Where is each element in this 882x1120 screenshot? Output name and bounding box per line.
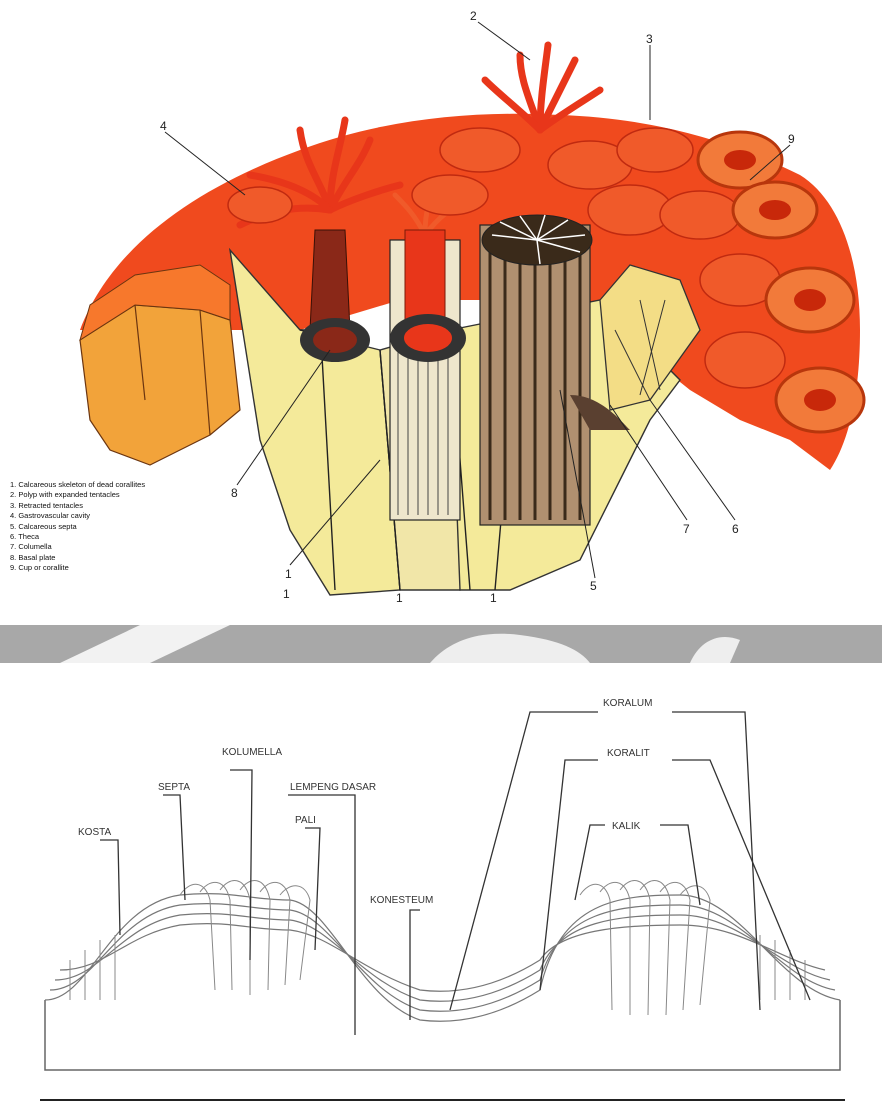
callout-3: 3 (646, 32, 653, 46)
legend-item-1: 1. Calcareous skeleton of dead corallite… (10, 480, 145, 490)
legend-item-9: 9. Cup or corallite (10, 563, 145, 573)
label-kolumella: KOLUMELLA (222, 747, 282, 758)
callout-4: 4 (160, 119, 167, 133)
coral-colony-illustration (80, 22, 864, 595)
label-pali: PALI (295, 815, 316, 826)
label-kosta: KOSTA (78, 827, 111, 838)
label-koralit: KORALIT (607, 748, 650, 759)
legend-item-5: 5. Calcareous septa (10, 522, 145, 532)
label-kalik: KALIK (612, 821, 641, 832)
callout-6: 6 (732, 522, 739, 536)
legend-item-3: 3. Retracted tentacles (10, 501, 145, 511)
legend-item-2: 2. Polyp with expanded tentacles (10, 490, 145, 500)
label-leader-lines (100, 712, 810, 1035)
dead-corallite-left (80, 305, 240, 465)
callout-5: 5 (590, 579, 597, 593)
figure-legend: 1. Calcareous skeleton of dead corallite… (10, 480, 145, 574)
skeleton-profile (45, 894, 840, 1022)
label-lempeng-dasar: LEMPENG DASAR (290, 782, 376, 793)
septa-ridges-right (580, 881, 710, 1015)
callout-7: 7 (683, 522, 690, 536)
septa-ridges-left (180, 881, 310, 995)
label-septa: SEPTA (158, 782, 190, 793)
gastrovascular-cavity (310, 230, 350, 330)
callout-1: 1 (285, 567, 292, 581)
legend-item-6: 6. Theca (10, 532, 145, 542)
label-koralum: KORALUM (603, 698, 652, 709)
callout-2: 2 (470, 9, 477, 23)
label-konesteum: KONESTEUM (370, 895, 433, 906)
legend-item-7: 7. Columella (10, 542, 145, 552)
legend-item-8: 8. Basal plate (10, 553, 145, 563)
callout-9: 9 (788, 132, 795, 146)
legend-item-4: 4. Gastrovascular cavity (10, 511, 145, 521)
coral-skeleton-diagram: KOSTA SEPTA KOLUMELLA LEMPENG DASAR PALI… (40, 698, 845, 1100)
callout-8: 8 (231, 486, 238, 500)
base-slab (45, 1000, 840, 1070)
